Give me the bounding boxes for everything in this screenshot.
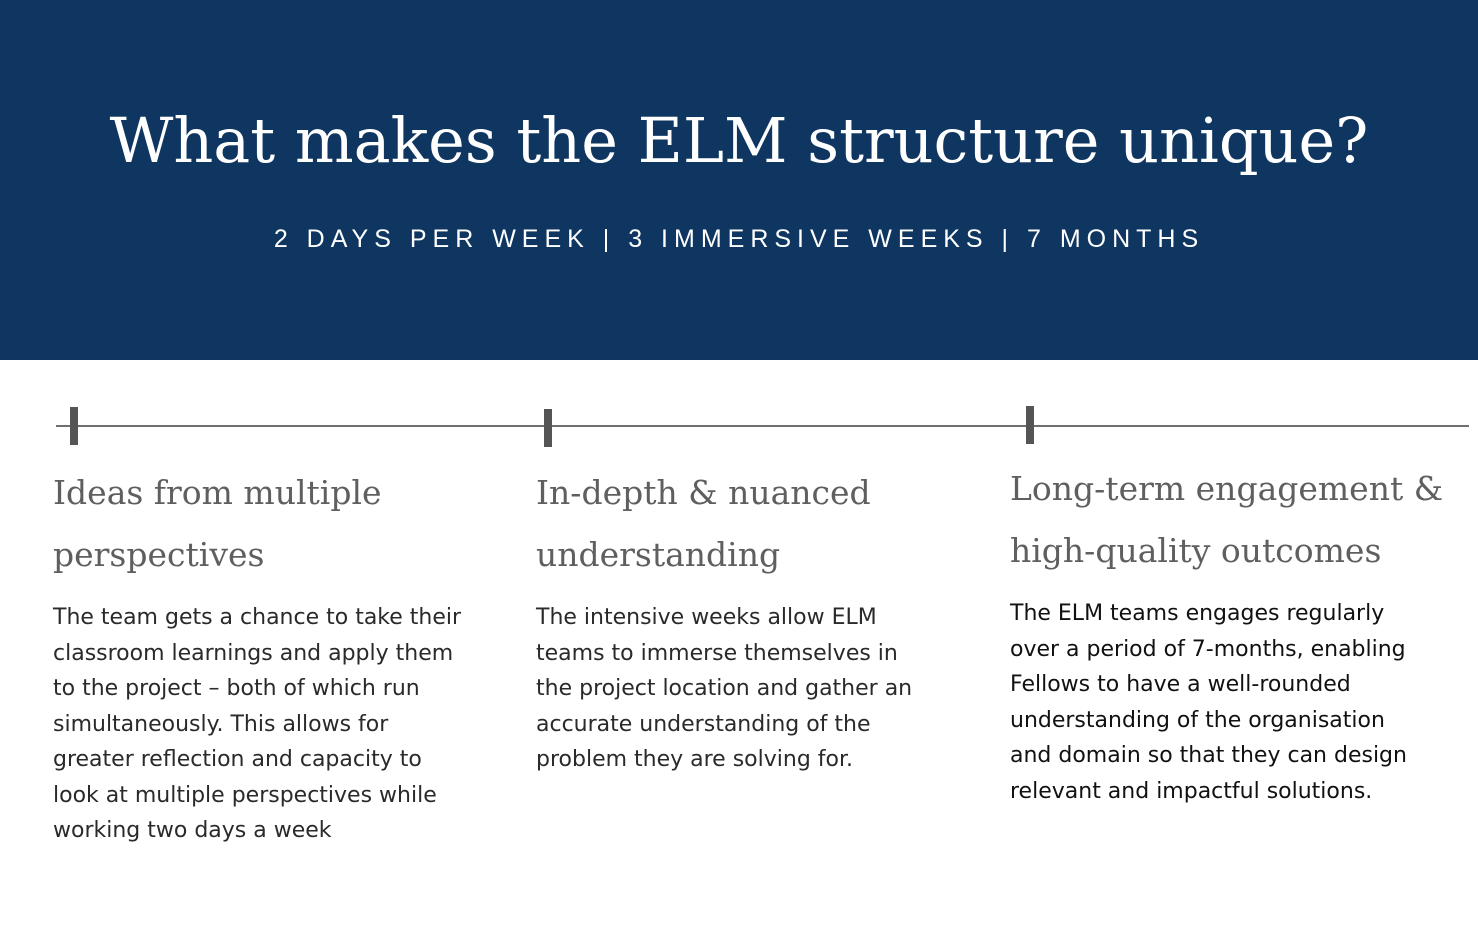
feature-heading: Ideas from multiple perspectives bbox=[53, 473, 382, 574]
timeline-marker-2 bbox=[544, 409, 552, 447]
header-banner: What makes the ELM structure unique? 2 D… bbox=[0, 0, 1478, 360]
feature-column-multiple-perspectives: Ideas from multiple perspectives The tea… bbox=[53, 462, 473, 849]
timeline-line bbox=[56, 425, 1469, 427]
feature-heading: Long-term engagement & high-quality outc… bbox=[1010, 469, 1444, 570]
feature-column-nuanced-understanding: In-depth & nuanced understanding The int… bbox=[536, 462, 956, 778]
feature-column-long-term-engagement: Long-term engagement & high-quality outc… bbox=[1010, 458, 1460, 809]
page-subtitle: 2 DAYS PER WEEK | 3 IMMERSIVE WEEKS | 7 … bbox=[273, 225, 1205, 253]
page-title: What makes the ELM structure unique? bbox=[109, 104, 1369, 177]
timeline-marker-3 bbox=[1026, 406, 1034, 444]
feature-description: The team gets a chance to take their cla… bbox=[53, 605, 462, 843]
timeline-marker-1 bbox=[70, 407, 78, 445]
feature-heading: In-depth & nuanced understanding bbox=[536, 473, 871, 574]
feature-description: The intensive weeks allow ELM teams to i… bbox=[536, 605, 913, 772]
feature-description: The ELM teams engages regularly over a p… bbox=[1010, 601, 1407, 804]
